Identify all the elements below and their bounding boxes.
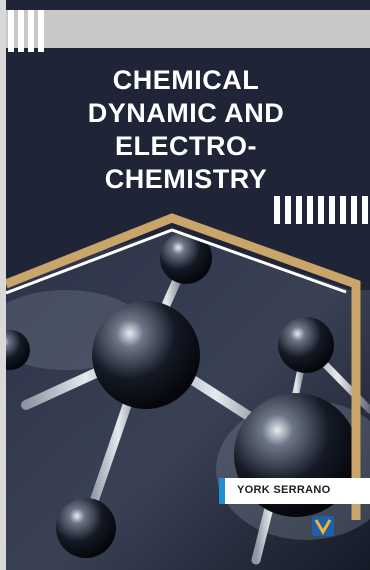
top-gray-band <box>6 10 370 48</box>
author-label: YORK SERRANO <box>219 478 370 504</box>
title-line: ELECTRO- <box>115 131 257 161</box>
book-title: CHEMICAL DYNAMIC AND ELECTRO- CHEMISTRY <box>46 64 326 196</box>
publisher-logo-icon <box>312 516 334 536</box>
author-name: YORK SERRANO <box>237 484 331 496</box>
mid-stripes <box>274 196 370 224</box>
white-chevron <box>6 228 347 295</box>
title-line: CHEMICAL <box>112 65 260 95</box>
title-line: DYNAMIC AND <box>87 98 285 128</box>
molecule-illustration <box>6 213 370 570</box>
gold-chevron <box>6 213 361 520</box>
title-line: CHEMISTRY <box>104 164 268 194</box>
molecule-photo <box>6 230 370 570</box>
book-cover: CHEMICAL DYNAMIC AND ELECTRO- CHEMISTRY … <box>6 0 370 570</box>
